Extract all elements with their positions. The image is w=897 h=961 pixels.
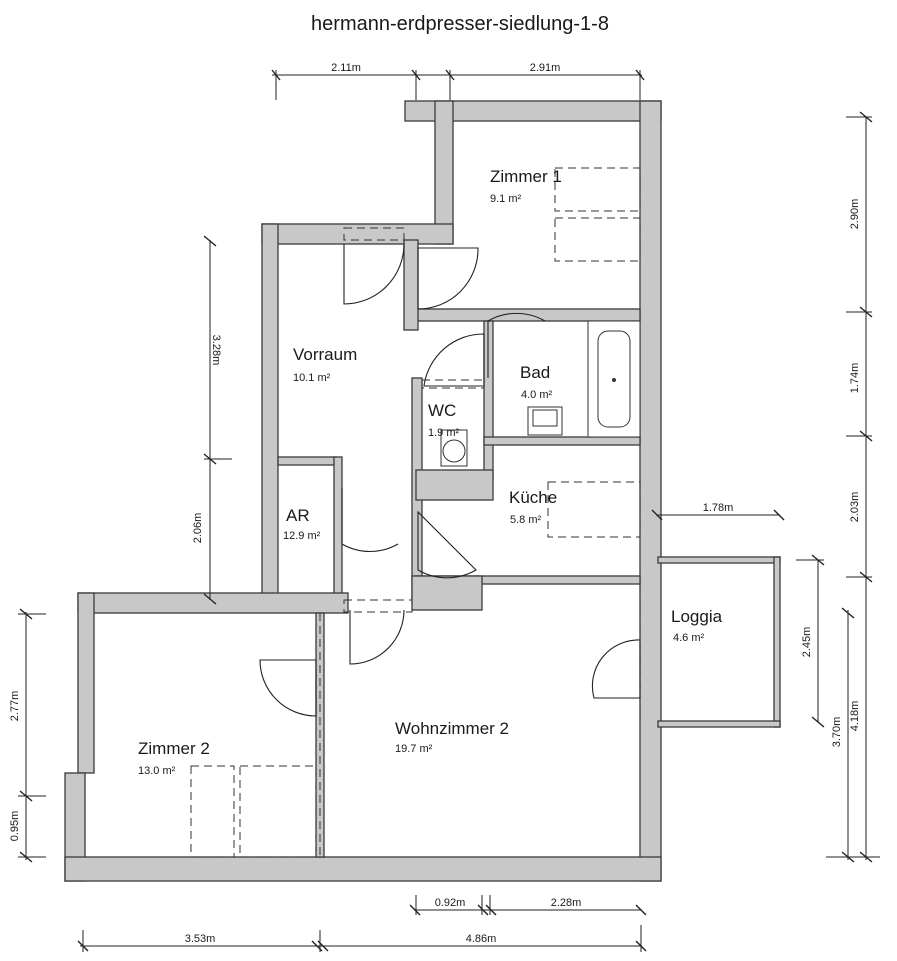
wall-left-zimmer1 bbox=[434, 100, 454, 245]
dim-tick bbox=[635, 904, 647, 916]
dim-tick bbox=[409, 904, 421, 916]
wall-bad-kueche bbox=[483, 436, 641, 446]
dimension-lines: 2.11m 2.91m 3.28m 2.06m 2.90m 1.74m 2.03… bbox=[9, 62, 880, 952]
room-name-bad: Bad bbox=[520, 363, 550, 382]
dim-tick bbox=[811, 716, 825, 728]
door-opening-wohnzimmer bbox=[343, 599, 413, 613]
wc-toilet-bowl bbox=[442, 439, 466, 463]
wall-top-vorraum bbox=[261, 223, 454, 245]
wall-core-block bbox=[411, 575, 483, 611]
room-name-loggia: Loggia bbox=[671, 607, 723, 626]
bed-zimmer1-bottom bbox=[554, 217, 641, 262]
wall-wc-bottom bbox=[415, 469, 494, 501]
room-name-wc: WC bbox=[428, 401, 456, 420]
dim-bottom-left: 3.53m bbox=[185, 933, 216, 945]
dim-tick bbox=[203, 235, 217, 247]
room-area-ar: 12.9 m² bbox=[283, 530, 321, 542]
room-area-zimmer2: 13.0 m² bbox=[138, 765, 176, 777]
dim-right-3: 2.03m bbox=[849, 492, 861, 523]
doors bbox=[259, 227, 641, 857]
room-name-wohnzimmer2: Wohnzimmer 2 bbox=[395, 719, 509, 738]
door-zimmer2 bbox=[259, 659, 317, 717]
dim-tick bbox=[859, 111, 873, 123]
dim-loggia-width: 1.78m bbox=[703, 502, 734, 514]
dim-top-right: 2.91m bbox=[530, 62, 561, 74]
door-zimmer1 bbox=[417, 247, 479, 310]
wall-loggia-bottom bbox=[657, 720, 781, 728]
dim-bottom-small: 0.92m bbox=[435, 897, 466, 909]
door-opening-wc bbox=[421, 379, 485, 389]
door-vorraum-top bbox=[343, 243, 405, 305]
door-bad bbox=[487, 312, 546, 378]
dim-far-left-upper: 2.77m bbox=[9, 691, 21, 722]
room-name-ar: AR bbox=[286, 506, 310, 525]
dim-top-left: 2.11m bbox=[331, 62, 361, 74]
dim-tick bbox=[651, 509, 663, 521]
wall-loggia-right bbox=[773, 556, 781, 728]
room-area-wohnzimmer2: 19.7 m² bbox=[395, 743, 433, 755]
door-kueche bbox=[417, 510, 477, 579]
room-name-zimmer1: Zimmer 1 bbox=[490, 167, 562, 186]
wall-bottom-exterior bbox=[64, 856, 662, 882]
wall-right-exterior bbox=[639, 100, 662, 882]
room-area-vorraum: 10.1 m² bbox=[293, 372, 331, 384]
dim-left-upper: 3.28m bbox=[210, 335, 222, 366]
dim-tick bbox=[477, 904, 489, 916]
wall-left-zimmer2 bbox=[77, 592, 95, 774]
wall-ar-top bbox=[277, 456, 337, 466]
door-wc bbox=[423, 333, 485, 387]
room-labels: Zimmer 1 9.1 m² Vorraum 10.1 m² Bad 4.0 … bbox=[138, 167, 723, 777]
wall-loggia-top bbox=[657, 556, 781, 564]
dim-right-2: 1.74m bbox=[849, 363, 861, 394]
wall-ar-right bbox=[333, 456, 343, 603]
dim-tick bbox=[841, 607, 855, 619]
dim-right-1: 2.90m bbox=[849, 199, 861, 230]
bathtub-drain bbox=[612, 378, 616, 382]
bed-zimmer2-left bbox=[190, 765, 235, 858]
room-name-vorraum: Vorraum bbox=[293, 345, 357, 364]
dim-bottom-right: 4.86m bbox=[466, 933, 497, 945]
room-name-zimmer2: Zimmer 2 bbox=[138, 739, 210, 758]
dim-tick bbox=[485, 904, 497, 916]
door-wohnzimmer bbox=[349, 609, 405, 665]
room-area-bad: 4.0 m² bbox=[521, 389, 553, 401]
dim-far-left-lower: 0.95m bbox=[9, 811, 21, 842]
door-loggia bbox=[591, 639, 641, 699]
dim-tick bbox=[19, 608, 33, 620]
wall-step-left bbox=[77, 592, 349, 614]
bed-zimmer2-right bbox=[239, 765, 317, 858]
kitchen-counter bbox=[547, 481, 641, 538]
room-area-wc: 1.9 m² bbox=[428, 427, 460, 439]
dim-tick bbox=[841, 851, 855, 863]
room-area-kueche: 5.8 m² bbox=[510, 514, 542, 526]
wall-core-left bbox=[403, 239, 419, 331]
door-opening-top bbox=[343, 227, 405, 241]
dim-loggia-depth: 2.45m bbox=[801, 627, 813, 658]
wall-left-vorraum bbox=[261, 223, 279, 598]
dim-right-5: 4.18m bbox=[849, 701, 861, 732]
dim-tick bbox=[773, 509, 785, 521]
dim-bottom-mid: 2.28m bbox=[551, 897, 582, 909]
room-area-loggia: 4.6 m² bbox=[673, 632, 705, 644]
door-ar bbox=[341, 488, 399, 553]
bed-zimmer1-top bbox=[554, 167, 641, 212]
plan-title: hermann-erdpresser-siedlung-1-8 bbox=[311, 13, 609, 35]
walls bbox=[64, 100, 781, 882]
dim-tick bbox=[811, 554, 825, 566]
dim-tick bbox=[203, 593, 217, 605]
bath-sink-basin bbox=[532, 409, 558, 427]
room-area-zimmer1: 9.1 m² bbox=[490, 193, 522, 205]
room-name-kueche: Küche bbox=[509, 488, 557, 507]
dim-right-4: 3.70m bbox=[831, 717, 843, 748]
dim-left-lower: 2.06m bbox=[192, 513, 204, 544]
fixtures bbox=[190, 167, 641, 858]
